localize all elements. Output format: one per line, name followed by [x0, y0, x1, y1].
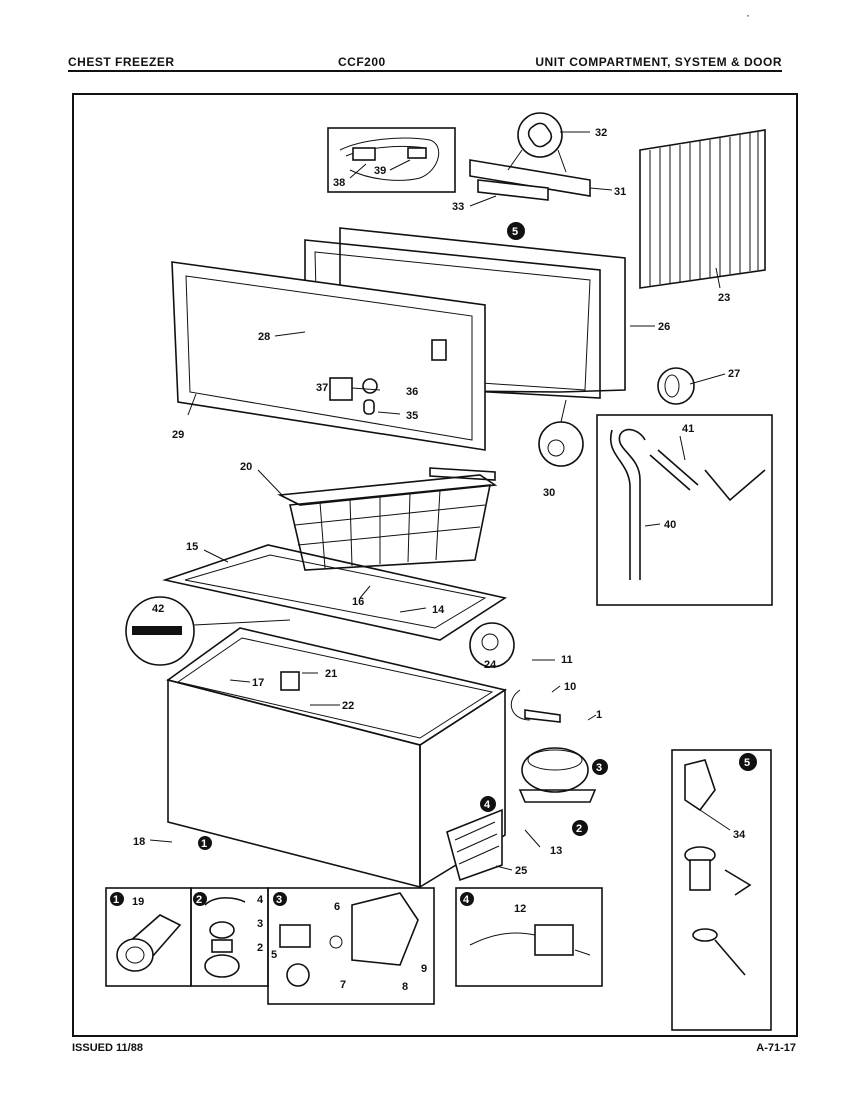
- callout-10: 10: [564, 681, 576, 693]
- callout-26: 26: [658, 321, 670, 333]
- header-model: CCF200: [338, 55, 386, 69]
- callout-16: 16: [352, 596, 364, 608]
- callout-24: 24: [484, 659, 497, 671]
- lid-panels: [171, 227, 626, 451]
- callout-37: 37: [316, 382, 328, 394]
- box-badge-2: 2: [193, 892, 207, 906]
- hinge-assembly: [469, 112, 591, 201]
- callout-5: 5: [271, 949, 277, 961]
- callout-31: 31: [614, 186, 626, 198]
- callout-8: 8: [402, 981, 408, 993]
- detail-27: [657, 367, 695, 405]
- circled-ref-4: 4: [480, 796, 496, 812]
- circled-ref-5-top: 5: [507, 222, 525, 240]
- detail-box-3: [267, 887, 435, 1005]
- callout-3: 3: [257, 918, 263, 930]
- compressor: [510, 689, 597, 803]
- svg-text:3: 3: [276, 894, 282, 906]
- callout-30: 30: [543, 487, 555, 499]
- svg-text:2: 2: [576, 823, 582, 835]
- footer-issued: ISSUED 11/88: [72, 1042, 143, 1054]
- wire-basket: [277, 467, 498, 571]
- callout-27: 27: [728, 368, 740, 380]
- callout-39: 39: [374, 165, 386, 177]
- callout-40: 40: [664, 519, 676, 531]
- callout-14: 14: [432, 604, 445, 616]
- box-badge-3: 3: [273, 892, 287, 906]
- svg-text:3: 3: [596, 762, 602, 774]
- callout-18: 18: [133, 836, 145, 848]
- callout-41: 41: [682, 423, 694, 435]
- callout-22: 22: [342, 700, 354, 712]
- callout-4: 4: [257, 894, 264, 906]
- svg-text:2: 2: [196, 894, 202, 906]
- callout-20: 20: [240, 461, 252, 473]
- gasket-frame: [162, 544, 508, 641]
- detail-24: [469, 622, 515, 668]
- callout-32: 32: [595, 127, 607, 139]
- callout-42: 42: [152, 603, 164, 615]
- detail-box-1: [105, 887, 192, 987]
- detail-42: [125, 596, 291, 666]
- harness-box: [327, 127, 456, 193]
- circled-ref-2: 2: [572, 820, 588, 836]
- svg-text:1: 1: [201, 838, 207, 850]
- callout-21: 21: [325, 668, 337, 680]
- callout-17: 17: [252, 677, 264, 689]
- callout-36: 36: [406, 386, 418, 398]
- circled-ref-5-box: 5: [739, 753, 757, 771]
- header-rule: [68, 70, 782, 72]
- callout-6: 6: [334, 901, 340, 913]
- callout-33: 33: [452, 201, 464, 213]
- callout-28: 28: [258, 331, 270, 343]
- detail-30: [538, 399, 584, 467]
- freezer-cabinet: [166, 627, 508, 889]
- circled-ref-3: 3: [592, 759, 608, 775]
- callout-11: 11: [561, 654, 573, 666]
- callout-2: 2: [257, 942, 263, 954]
- svg-text:5: 5: [512, 226, 518, 238]
- condenser-grille: [446, 808, 503, 882]
- svg-text:1: 1: [113, 894, 119, 906]
- callout-1: 1: [596, 709, 602, 721]
- footer-code: A-71-17: [756, 1042, 796, 1054]
- box-badge-1: 1: [110, 892, 124, 906]
- callout-19: 19: [132, 896, 144, 908]
- callout-12: 12: [514, 903, 526, 915]
- svg-text:4: 4: [463, 894, 470, 906]
- callout-35: 35: [406, 410, 418, 422]
- latch-box: [596, 414, 773, 606]
- diagram-frame: [72, 93, 798, 1037]
- callout-29: 29: [172, 429, 184, 441]
- header-product: CHEST FREEZER: [68, 55, 175, 69]
- callout-25: 25: [515, 865, 527, 877]
- box-badge-4: 4: [460, 892, 474, 906]
- svg-text:4: 4: [484, 799, 491, 811]
- callout-34: 34: [733, 829, 746, 841]
- callout-labels: 32 31 33 38 39 23 26 27 28 29 37 36 35 3…: [132, 127, 746, 993]
- leader-lines: [149, 131, 731, 871]
- callout-7: 7: [340, 979, 346, 991]
- callout-23: 23: [718, 292, 730, 304]
- callout-15: 15: [186, 541, 198, 553]
- header-section-title: UNIT COMPARTMENT, SYSTEM & DOOR: [535, 55, 782, 69]
- callout-13: 13: [550, 845, 562, 857]
- detail-box-4: [455, 887, 603, 987]
- shelf-grille: [639, 129, 766, 289]
- callout-38: 38: [333, 177, 345, 189]
- callout-9: 9: [421, 963, 427, 975]
- circled-ref-1: 1: [198, 836, 212, 850]
- corner-mark: ·: [746, 8, 750, 22]
- detail-box-5: [671, 749, 772, 1031]
- svg-text:5: 5: [744, 757, 750, 769]
